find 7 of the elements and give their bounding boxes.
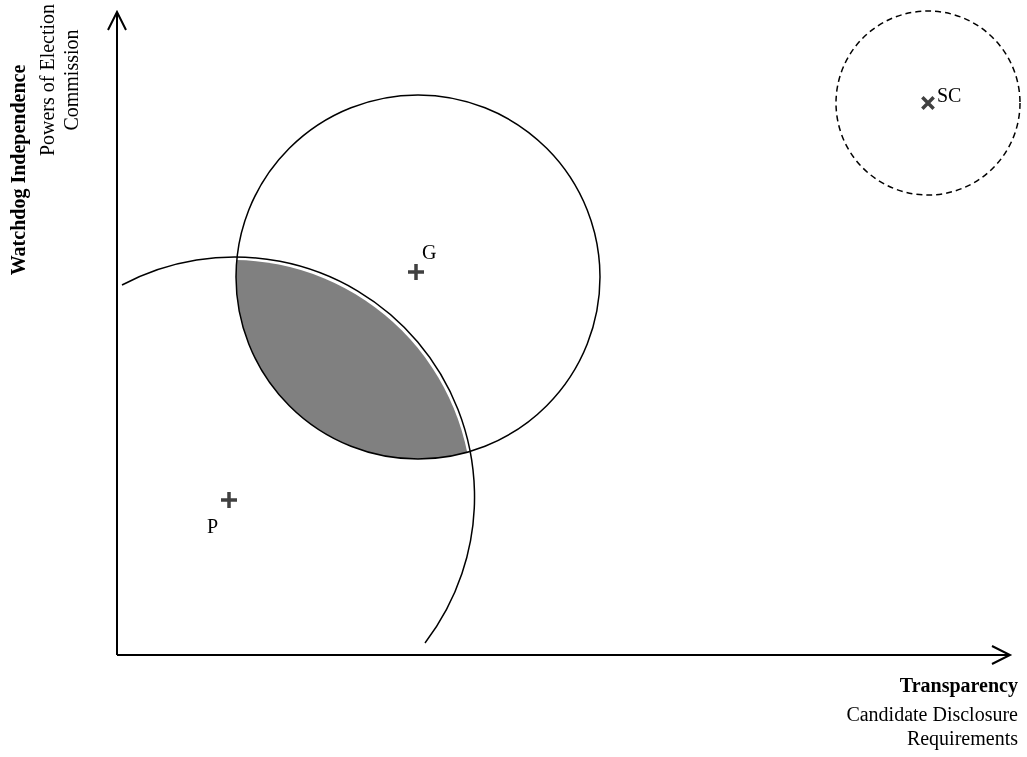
axis-subtitle: Powers of Election Commission <box>35 2 83 159</box>
point-label: P <box>207 514 219 538</box>
axis-title: Transparency <box>898 673 1018 697</box>
axis-subtitle: Candidate Disclosure Requirements <box>845 702 1018 750</box>
point-label: G <box>422 240 437 264</box>
point-label: SC <box>937 83 962 107</box>
axis-title: Watchdog Independence <box>6 63 30 278</box>
